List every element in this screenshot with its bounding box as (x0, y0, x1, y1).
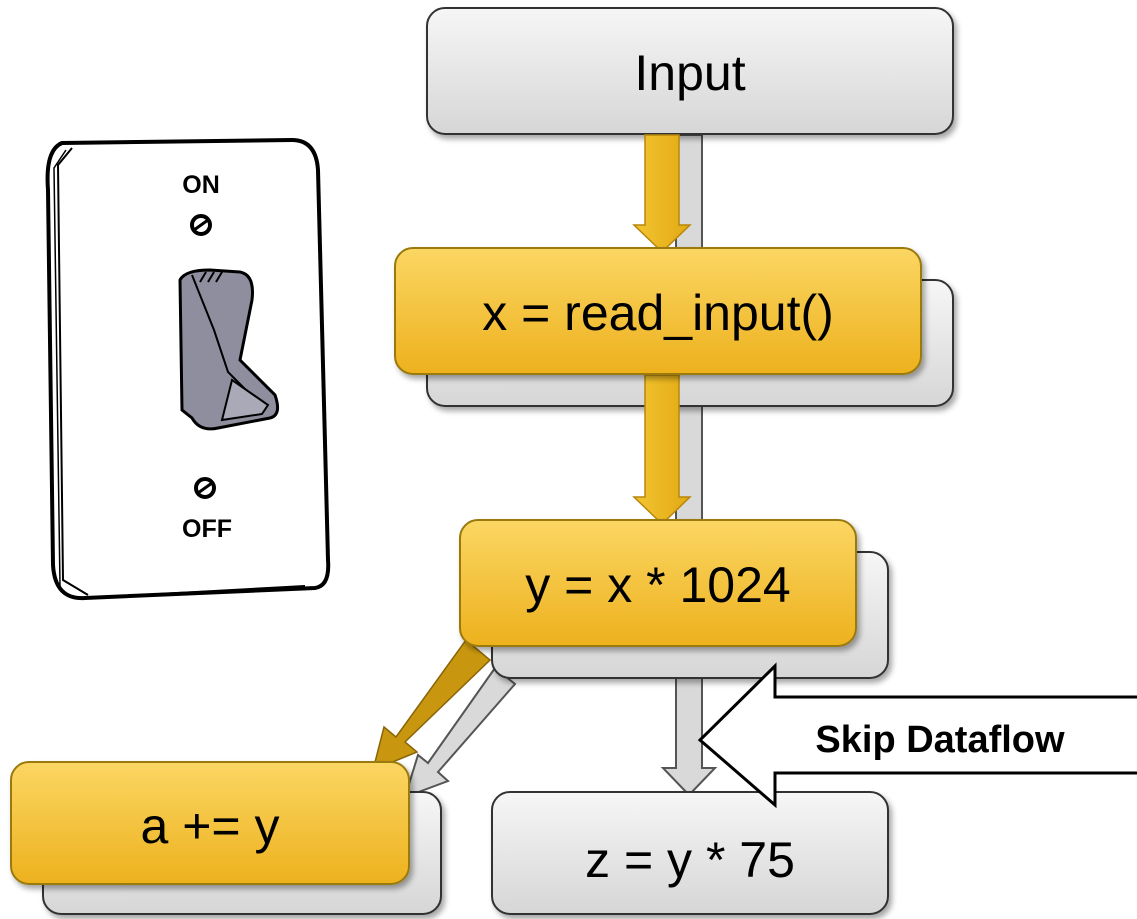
light-switch-illustration: ON OFF (45, 137, 331, 601)
gold-arrow-read-to-multiply (632, 374, 692, 526)
skip-dataflow-callout: Skip Dataflow (697, 662, 1137, 809)
node-multiply: y = x * 1024 (459, 519, 857, 647)
node-multiply-label: y = x * 1024 (525, 557, 790, 613)
gray-arrow-multiply-to-z (660, 675, 718, 797)
bottom-screw-icon (194, 477, 216, 499)
skip-dataflow-label: Skip Dataflow (815, 719, 1065, 761)
node-read-input-label: x = read_input() (482, 285, 834, 341)
node-z-assign: z = y * 75 (491, 791, 889, 915)
node-z-assign-label: z = y * 75 (585, 832, 795, 888)
node-input: Input (426, 7, 954, 135)
toggle-lever-icon (178, 268, 280, 431)
switch-on-label: ON (182, 171, 220, 199)
node-input-label: Input (634, 45, 745, 101)
node-accumulate-label: a += y (141, 798, 280, 854)
gold-arrow-multiply-to-a (371, 638, 492, 772)
gold-arrow-input-to-read (632, 134, 692, 254)
gray-arrow-multiply-to-a (403, 666, 517, 799)
switch-off-label: OFF (182, 515, 232, 543)
top-screw-icon (190, 214, 212, 236)
node-accumulate: a += y (10, 761, 410, 885)
node-read-input: x = read_input() (394, 247, 922, 375)
